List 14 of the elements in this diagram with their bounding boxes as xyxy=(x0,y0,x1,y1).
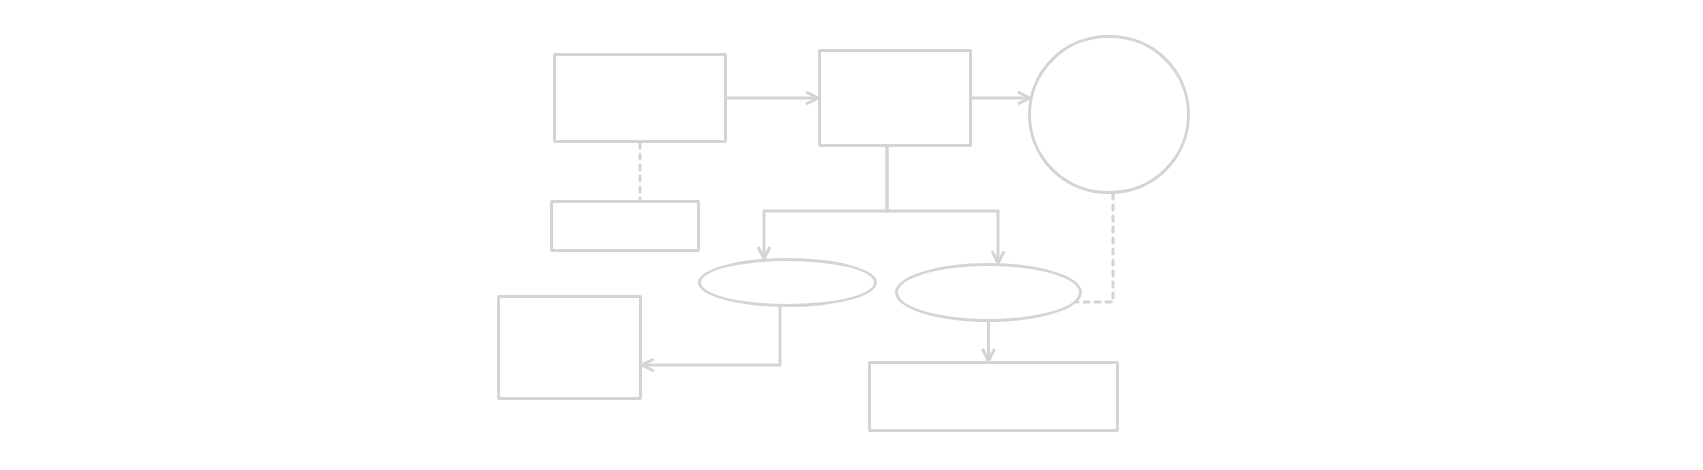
process-box xyxy=(553,53,727,143)
arrow xyxy=(640,305,782,373)
dotted-connector xyxy=(638,141,642,202)
ellipse-shape xyxy=(698,258,877,307)
arrow xyxy=(725,90,820,106)
process-box xyxy=(497,295,642,400)
process-box xyxy=(550,200,700,252)
dotted-connector xyxy=(1075,192,1115,304)
arrow xyxy=(970,90,1032,106)
ellipse-shape xyxy=(895,263,1082,322)
arrow xyxy=(981,320,996,363)
process-box xyxy=(818,49,972,147)
arrow xyxy=(885,145,1006,265)
process-box xyxy=(868,361,1119,432)
